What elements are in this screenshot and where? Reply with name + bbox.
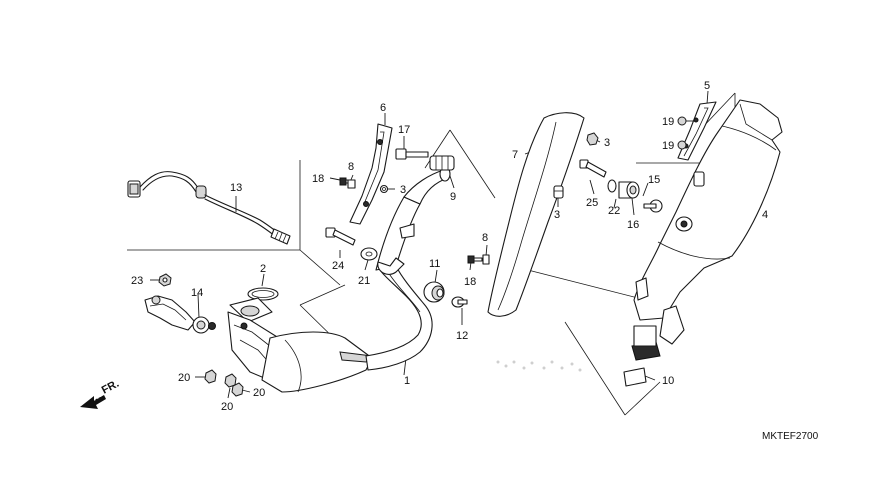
callout-22: 22 (608, 205, 620, 217)
bolt-25 (579, 159, 607, 178)
callout-18b: 18 (464, 276, 476, 288)
callout-5: 5 (704, 80, 710, 92)
callout-13: 13 (230, 182, 242, 194)
callout-3c: 3 (554, 209, 560, 221)
callout-25: 25 (586, 197, 598, 209)
callout-20b: 20 (221, 401, 233, 413)
callout-3a: 3 (400, 184, 406, 196)
washer-3b (586, 132, 599, 146)
callout-10: 10 (662, 375, 674, 387)
heat-shield-6 (349, 123, 393, 225)
nut-20a (204, 369, 217, 384)
callout-1: 1 (404, 375, 410, 387)
sensor-bracket (144, 295, 216, 334)
rubber-bush-11 (423, 281, 445, 303)
callout-18a: 18 (312, 173, 324, 185)
callout-6: 6 (380, 102, 386, 114)
muffler-guard-5 (677, 101, 717, 161)
callout-2: 2 (260, 263, 266, 275)
o2-sensor-cable (127, 171, 291, 245)
collar-3c (553, 185, 564, 199)
callout-8a: 8 (348, 161, 354, 173)
screw-18b (467, 255, 483, 264)
washer-21 (360, 247, 378, 261)
screw-19b (677, 140, 687, 150)
washer-22 (607, 179, 617, 193)
muffler-4 (631, 99, 783, 361)
nut-23 (158, 273, 172, 287)
guide-lines (127, 92, 736, 416)
callout-8b: 8 (482, 232, 488, 244)
gasket-ring (247, 287, 279, 301)
front-direction-arrow-icon (80, 395, 106, 409)
bolt-17 (395, 148, 429, 160)
front-direction-label: FR. (100, 378, 121, 397)
end-pad-10 (623, 367, 647, 387)
callout-16: 16 (627, 219, 639, 231)
bolt-15 (643, 199, 663, 213)
callout-19a: 19 (662, 116, 674, 128)
washer-3a (379, 184, 389, 194)
faint-dotted-marks (496, 360, 582, 372)
callout-7: 7 (512, 149, 518, 161)
callout-20a: 20 (178, 372, 190, 384)
collar-16 (618, 181, 640, 199)
bolt-24 (325, 227, 356, 246)
callout-20c: 20 (253, 387, 265, 399)
callout-24: 24 (332, 260, 344, 272)
callout-17: 17 (398, 124, 410, 136)
nut-20c (231, 382, 244, 397)
callout-9: 9 (450, 191, 456, 203)
callout-labels: 1 2 3 3 3 4 5 6 7 8 8 9 10 11 12 13 14 1… (131, 80, 768, 413)
exhaust-pipe-assembly (227, 166, 451, 393)
diagram-code: MKTEF2700 (762, 431, 819, 442)
callout-11: 11 (429, 258, 440, 270)
callout-15: 15 (648, 174, 660, 186)
spring-8a (347, 179, 356, 189)
screw-19a (677, 116, 687, 126)
callout-3b: 3 (604, 137, 610, 149)
callout-21: 21 (358, 275, 370, 287)
spring-8b (482, 254, 490, 265)
callout-23: 23 (131, 275, 143, 287)
bolt-12 (451, 296, 468, 308)
callout-14: 14 (191, 287, 203, 299)
callout-19b: 19 (662, 140, 674, 152)
callout-12: 12 (456, 330, 468, 342)
callout-4: 4 (762, 209, 768, 221)
sensor-bung-9 (429, 155, 455, 171)
muffler-cover-7 (487, 112, 585, 317)
